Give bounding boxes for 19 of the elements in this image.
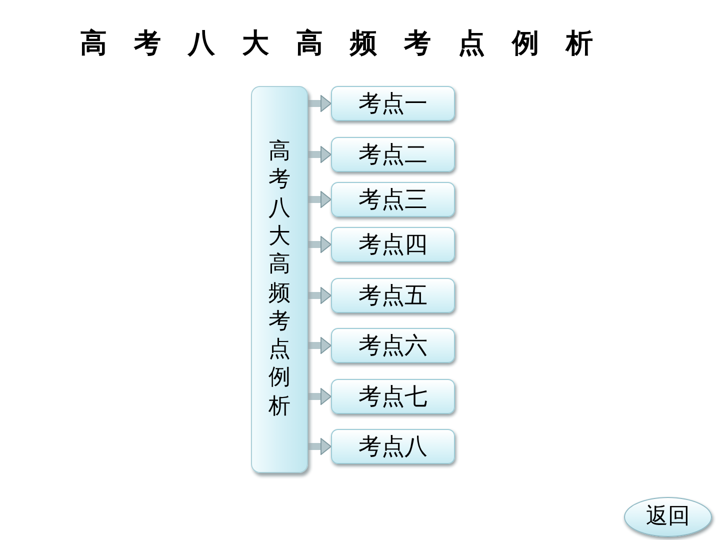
arrow — [308, 438, 332, 455]
topic-box: 考点六 — [331, 328, 455, 363]
arrow — [308, 388, 332, 405]
topic-box: 考点五 — [331, 278, 455, 313]
arrow — [308, 146, 332, 163]
return-button: 返回 — [624, 497, 712, 537]
topic-box: 考点三 — [331, 182, 455, 217]
title: 高考八大高频考点例析 — [80, 27, 620, 61]
arrow — [308, 191, 332, 208]
topic-box: 考点七 — [331, 379, 455, 414]
arrow — [308, 337, 332, 354]
topic-box: 考点二 — [331, 137, 455, 172]
topic-box: 考点一 — [331, 86, 455, 121]
topic-box: 考点八 — [331, 429, 455, 464]
topic-box: 考点四 — [331, 227, 455, 262]
arrow — [308, 287, 332, 304]
side-panel — [251, 86, 308, 473]
vertical-label: 高考八大高频考点例析 — [268, 138, 290, 421]
arrow — [308, 95, 332, 112]
